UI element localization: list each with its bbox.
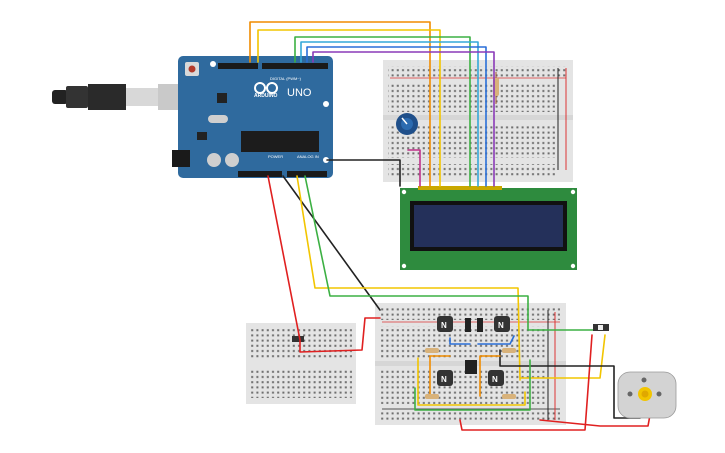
wire-red-motor2: [539, 414, 651, 427]
microcontroller-chip: [241, 131, 319, 152]
potentiometer[interactable]: [396, 113, 418, 135]
usb-cable: [52, 84, 184, 110]
wire-black-gnd: [282, 175, 381, 311]
arduino-logo: [254, 82, 278, 94]
wire-yellow-signal: [296, 175, 521, 381]
power-label: POWER: [268, 154, 283, 159]
transistor-label: N: [441, 375, 447, 384]
transistor-label: N: [492, 375, 498, 384]
header-digital-high: [218, 63, 258, 69]
breadboard-small[interactable]: [246, 323, 356, 404]
lcd-display: [400, 186, 577, 270]
power-jack: [172, 150, 190, 167]
lcd-screen: [414, 205, 563, 247]
wire-black-top: [326, 159, 401, 187]
transistor-label: N: [441, 321, 447, 330]
header-digital-low: [262, 63, 328, 69]
wire-yellow-motor: [519, 334, 606, 379]
wire-green-signal: [304, 175, 599, 331]
wire-orange-2: [479, 355, 501, 397]
wire-green: [294, 36, 471, 187]
resistors-bottom: [425, 348, 516, 399]
wire-red-motor: [459, 334, 593, 431]
wire-blue-2: [477, 335, 515, 345]
wire-magenta: [407, 149, 421, 187]
wire-blue: [306, 46, 487, 187]
slide-switch-motor[interactable]: [593, 324, 609, 331]
wire-orange: [249, 21, 431, 187]
digital-label: DIGITAL (PWM~): [270, 76, 302, 81]
transistor-4: N: [488, 370, 504, 386]
wire-orange-1: [429, 355, 451, 397]
wire-blue-1: [449, 337, 471, 345]
wire-cyan: [300, 41, 479, 187]
transistor-label: N: [498, 321, 504, 330]
transistor-1: N: [437, 316, 453, 332]
wires: [249, 21, 651, 431]
arduino-uno[interactable]: DIGITAL (PWM~) ARDUINO UNO POWER ANALOG …: [172, 56, 333, 178]
wire-yellow: [257, 29, 441, 187]
arduino-model: UNO: [287, 87, 312, 99]
diodes: [465, 318, 483, 374]
wire-yellow-loop: [417, 357, 526, 406]
arduino-brand: ARDUINO: [254, 93, 277, 99]
wire-black-motor: [499, 349, 641, 419]
wire-red-5v: [267, 175, 381, 353]
dc-motor: [617, 371, 677, 419]
transistor-3: N: [437, 370, 453, 386]
wire-purple: [312, 51, 495, 187]
wire-green-loop: [414, 359, 531, 411]
analog-label: ANALOG IN: [297, 154, 319, 159]
slide-switch[interactable]: [292, 336, 304, 342]
transistor-2: N: [494, 316, 510, 332]
